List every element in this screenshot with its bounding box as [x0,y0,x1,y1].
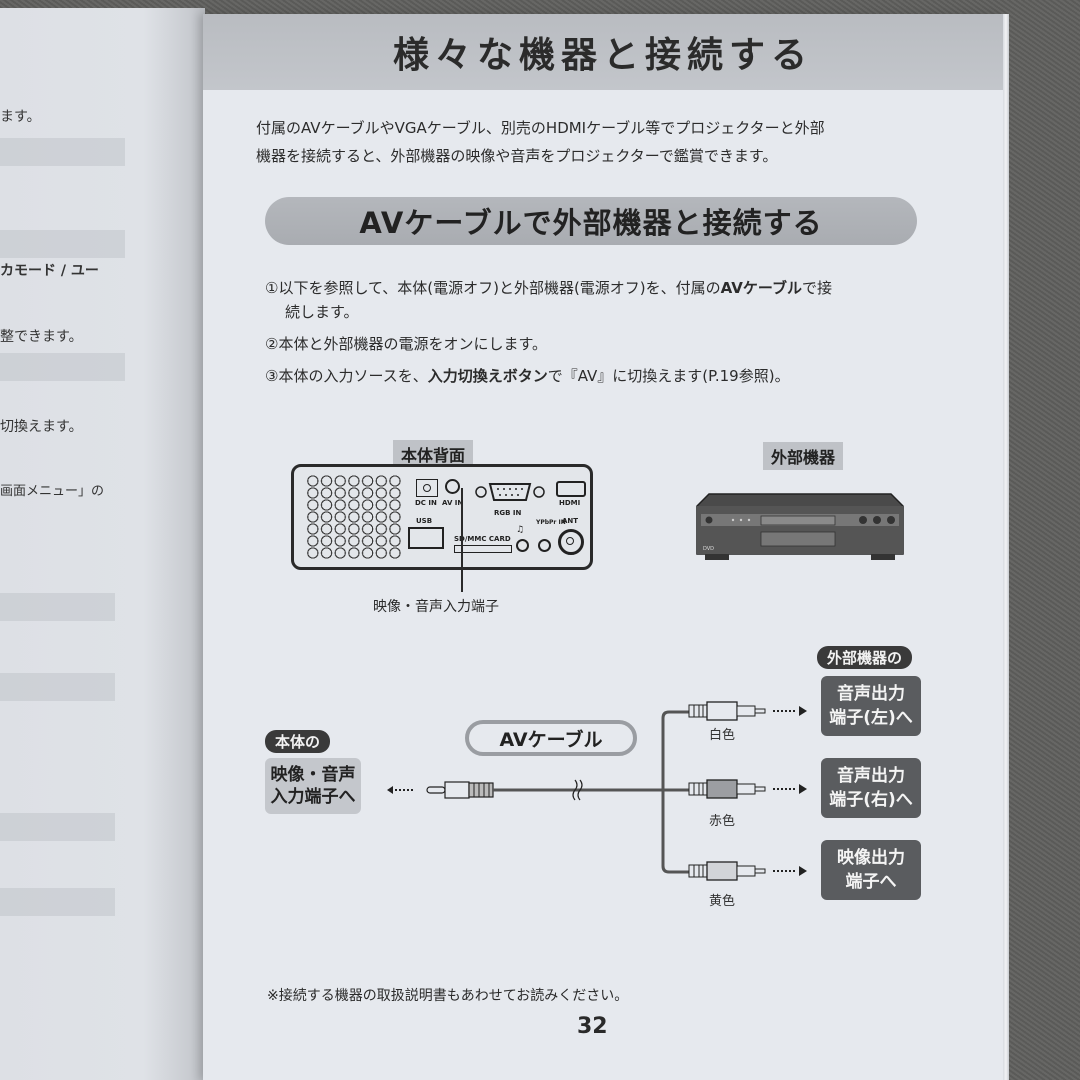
output-box-text: 音声出力 [837,684,905,704]
output-box-text: 端子(左)へ [829,708,913,728]
step-number: ① [265,279,279,297]
faded-heading-block [0,230,125,258]
port-label: DC IN [415,499,437,507]
step-text: 本体と外部機器の電源をオンにします。 [278,335,547,353]
faded-heading-block [0,353,125,381]
step-emphasis: 入力切換えボタン [427,367,548,385]
usb-port-icon [408,527,444,549]
dc-in-port-icon [416,479,438,497]
step-item: ①以下を参照して、本体(電源オフ)と外部機器(電源オフ)を、付属のAVケーブルで… [265,276,925,324]
plug-color-label: 赤色 [709,814,736,829]
rca-white-plug-icon [688,701,807,721]
av-in-jack-icon [445,479,460,494]
audio-right-output-box: 音声出力 端子(右)へ [821,758,921,818]
left-text-fragment: カモード / ユー [0,263,99,279]
audio-left-output-box: 音声出力 端子(左)へ [821,676,921,736]
page-edge [1003,14,1009,1080]
av-cable-icon [387,710,689,874]
step-list: ①以下を参照して、本体(電源オフ)と外部機器(電源オフ)を、付属のAVケーブルで… [265,276,925,396]
rear-panel-label: 本体背面 [393,440,474,468]
left-text-fragment: 切換えます。 [0,419,83,435]
footnote: ※接続する機器の取扱説明書もあわせてお読みください。 [267,988,629,1004]
external-device-label: 外部機器 [763,442,844,470]
rca-red-plug-icon [688,779,807,799]
unit-box-text: 映像・音声 [270,765,356,785]
left-text-fragment: ます。 [0,109,41,125]
output-box-text: 端子へ [845,872,897,892]
output-box-text: 端子(右)へ [829,790,913,810]
step-number: ② [265,335,279,353]
output-box-text: 映像出力 [837,848,905,868]
manual-page: 様々な機器と接続する 付属のAVケーブルやVGAケーブル、別売のHDMIケーブル… [203,14,1003,1080]
projector-rear-panel: DC IN AV IN RGB IN HDMI USB SD/MMC CARD … [291,464,593,570]
video-output-box: 映像出力 端子へ [821,840,921,900]
external-badge: 外部機器の [817,646,913,669]
faded-heading-block [0,813,115,841]
left-text-fragment: 整できます。 [0,329,83,345]
headphone-jack-icon [516,539,529,552]
port-label: AV IN [442,499,464,507]
step-text: で接 [801,279,832,297]
vga-port-icon [475,483,545,501]
intro-paragraph: 付属のAVケーブルやVGAケーブル、別売のHDMIケーブル等でプロジェクターと外… [256,114,936,170]
step-number: ③ [265,367,279,385]
port-label: ANT [562,517,579,525]
step-text: 以下を参照して、本体(電源オフ)と外部機器(電源オフ)を、付属の [278,279,721,297]
port-label: YPbPr IN [536,519,566,526]
intro-line: 付属のAVケーブルやVGAケーブル、別売のHDMIケーブル等でプロジェクターと外… [256,119,825,137]
av-cable-label: AVケーブル [465,720,637,756]
section-heading: AVケーブルで外部機器と接続する [265,197,917,245]
sd-card-slot-icon [454,545,512,553]
dvd-player-icon: DVD [696,493,904,560]
plug-color-label: 白色 [709,728,736,743]
port-label: SD/MMC CARD [454,535,511,543]
port-label: USB [416,517,433,525]
port-label: RGB IN [494,509,522,517]
port-label: HDMI [559,499,581,507]
step-text: で『AV』に切換えます(P.19参照)。 [547,367,790,385]
step-text: 本体の入力ソースを、 [278,367,428,385]
output-box-text: 音声出力 [837,766,905,786]
plug-color-label: 黄色 [709,894,736,909]
speaker-grille-icon [306,475,402,559]
faded-heading-block [0,888,115,916]
title-band: 様々な機器と接続する [203,14,1003,90]
page-number: 32 [577,1014,608,1039]
step-item: ③本体の入力ソースを、入力切換えボタンで『AV』に切換えます(P.19参照)。 [265,364,925,388]
step-emphasis: AVケーブル [720,279,802,297]
faded-heading-block [0,673,115,701]
intro-line: 機器を接続すると、外部機器の映像や音声をプロジェクターで鑑賞できます。 [256,147,778,165]
rca-plugs-icon [688,701,807,881]
av-input-callout: 映像・音声入力端子 [373,599,499,615]
rca-yellow-plug-icon [688,861,807,881]
step-item: ②本体と外部機器の電源をオンにします。 [265,332,925,356]
faded-heading-block [0,593,115,621]
antenna-port-icon [558,529,584,555]
section-title: AVケーブルで外部機器と接続する [359,206,823,240]
unit-box-text: 入力端子へ [270,787,356,807]
svg-text:DVD: DVD [703,546,714,552]
left-text-fragment: 画面メニュー」の [0,484,105,499]
ypbpr-jack-icon [538,539,551,552]
leader-line [461,488,463,592]
headphone-icon: ♫ [516,525,525,535]
page-title: 様々な機器と接続する [392,35,813,76]
left-page: ます。 カモード / ユー 整できます。 切換えます。 画面メニュー」の [0,8,205,1080]
hdmi-port-icon [556,481,586,497]
unit-badge: 本体の [265,730,331,753]
faded-heading-block [0,138,125,166]
step-continuation: 続します。 [285,303,359,321]
unit-input-box: 映像・音声 入力端子へ [265,758,361,814]
